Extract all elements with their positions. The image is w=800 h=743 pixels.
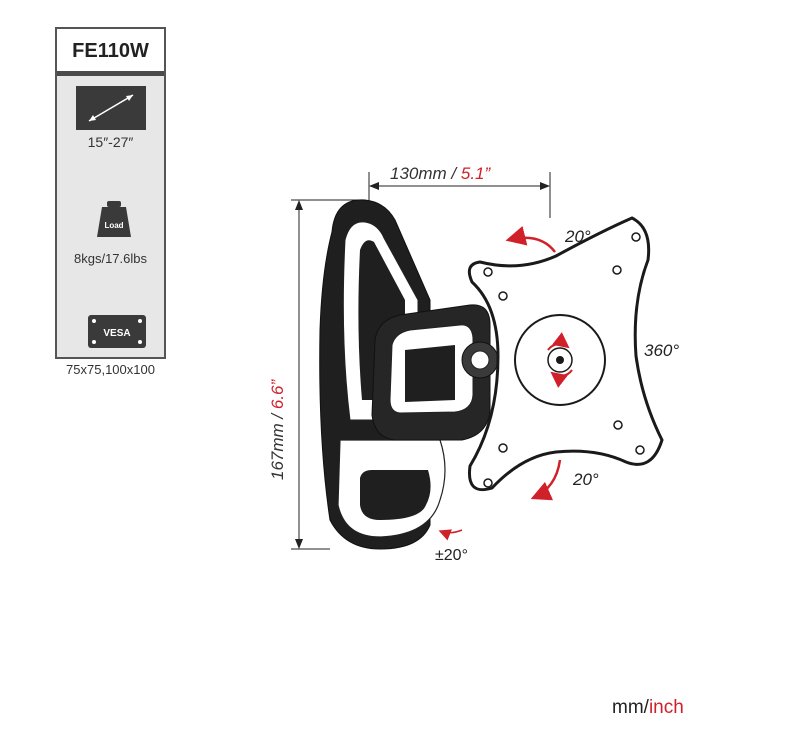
unit-mm-label: mm/: [612, 697, 649, 718]
model-divider: [57, 71, 164, 76]
spec-body: 15″-27″ Load 8kgs/17.6lbs VESA 75x75,100…: [57, 76, 164, 377]
tilt-down-label: 20°: [572, 470, 599, 489]
load-weight-icon: Load: [97, 201, 131, 237]
screen-size-icon: [76, 86, 146, 130]
height-inch-label: 6.6”: [268, 379, 287, 410]
unit-note: mm/inch: [612, 697, 684, 719]
swivel-label: ±20°: [435, 547, 468, 564]
tilt-up-label: 20°: [564, 227, 591, 246]
height-dimension: 167mm / 6.6”: [268, 199, 360, 550]
swivel-arrow: [438, 529, 463, 541]
svg-text:130mm / 5.1”: 130mm / 5.1”: [390, 164, 491, 183]
tilt-up-arrow: [505, 226, 556, 253]
width-mm-label: 130mm /: [390, 164, 461, 183]
unit-inch-label: inch: [648, 697, 684, 718]
vesa-icon: VESA: [88, 315, 146, 348]
vesa-icon-text: VESA: [103, 328, 130, 339]
load-capacity-label: 8kgs/17.6lbs: [74, 251, 147, 266]
model-name: FE110W: [57, 29, 164, 73]
load-icon-text: Load: [104, 221, 123, 230]
rotation-label: 360°: [644, 341, 679, 360]
screen-size-label: 15″-27″: [87, 134, 134, 150]
tilt-down-arrow: [530, 459, 562, 501]
width-inch-label: 5.1”: [461, 164, 492, 183]
svg-text:167mm / 6.6”: 167mm / 6.6”: [268, 379, 287, 480]
vesa-pattern-label: 75x75,100x100: [66, 362, 155, 377]
width-dimension: 130mm / 5.1”: [368, 164, 551, 218]
spec-panel: FE110W 15″-27″ Load 8kgs/17.6lbs VESA 75…: [55, 27, 166, 377]
height-mm-label: 167mm /: [268, 409, 287, 480]
vesa-plate: [467, 216, 664, 492]
swivel-arm: [371, 304, 499, 441]
